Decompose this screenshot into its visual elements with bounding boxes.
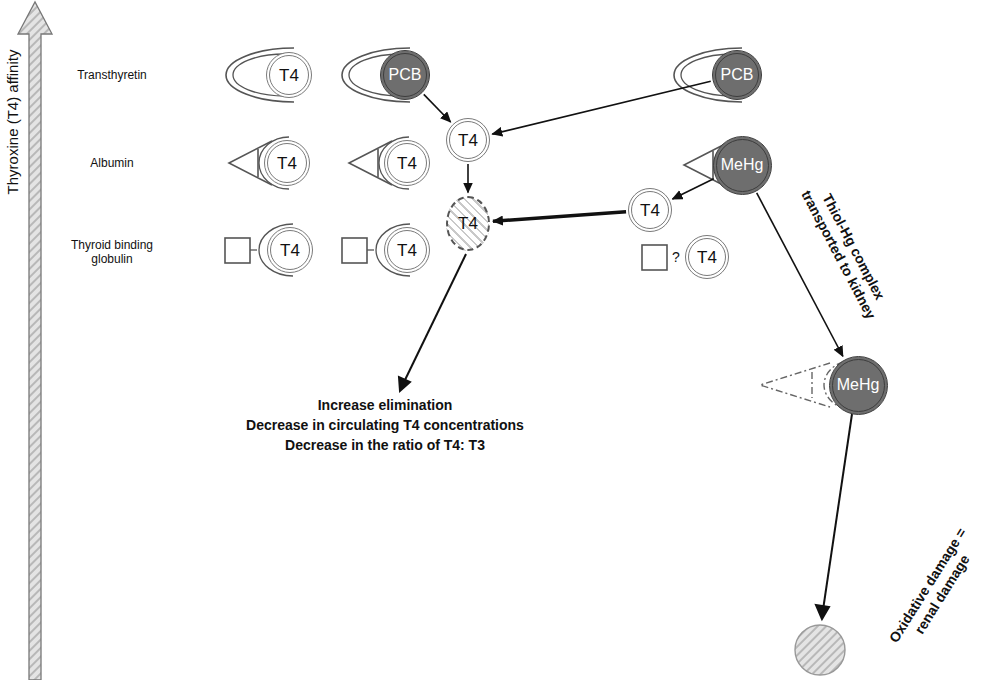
node-text: T4 (458, 132, 478, 149)
tbg-shape (642, 245, 667, 270)
connector-arrow (467, 164, 469, 193)
damage-note: Oxidative damage = renal damage (886, 525, 984, 655)
leader-arrow (399, 254, 852, 619)
node-text: T4 (279, 67, 299, 84)
node-text: T4 (277, 155, 297, 172)
t4-circle: T4 (685, 235, 729, 279)
free-t4-circle: T4 (628, 188, 672, 232)
node-text: T4 (397, 242, 417, 259)
question-mark: ? (670, 249, 682, 266)
row-label: Transthyretin (62, 68, 162, 82)
connector-arrow (492, 81, 710, 134)
t4-circle: T4 (266, 52, 312, 98)
t4-circle: T4 (384, 140, 430, 186)
connector-arrow (672, 179, 713, 199)
pcb-circle: PCB (712, 50, 762, 100)
affinity-arrow (18, 2, 52, 680)
node-text: MeHg (837, 377, 880, 393)
t4-circle: T4 (267, 227, 313, 273)
node-text: T4 (458, 215, 478, 232)
pcb-circle: PCB (380, 50, 430, 100)
node-text: T4 (697, 249, 717, 266)
node-text: PCB (721, 67, 754, 83)
connector-arrow (493, 212, 626, 222)
damaged-cell (795, 625, 845, 675)
node-text: MeHg (721, 157, 764, 173)
node-text: PCB (389, 67, 422, 83)
row-label: Albumin (62, 156, 162, 170)
connector-arrow (424, 94, 451, 122)
eliminated-t4: T4 (446, 196, 490, 251)
node-text: T4 (280, 242, 300, 259)
mehg-circle: MeHg (829, 356, 888, 415)
mehg-circle: MeHg (713, 136, 772, 195)
outcome-note: Decrease in circulating T4 concentration… (175, 417, 595, 434)
node-text: T4 (397, 155, 417, 172)
free-t4-circle: T4 (446, 118, 490, 162)
outcome-note: Decrease in the ratio of T4: T3 (175, 437, 595, 454)
axis-label: Thyroxine (T4) affinity (4, 27, 22, 217)
outcome-note: Increase elimination (175, 397, 595, 414)
t4-circle: T4 (264, 140, 310, 186)
node-text: T4 (640, 202, 660, 219)
row-label: Thyroid binding globulin (66, 238, 158, 267)
t4-circle: T4 (384, 227, 430, 273)
edge-label: Thiol-Hg complex transported to kidney (791, 166, 901, 334)
